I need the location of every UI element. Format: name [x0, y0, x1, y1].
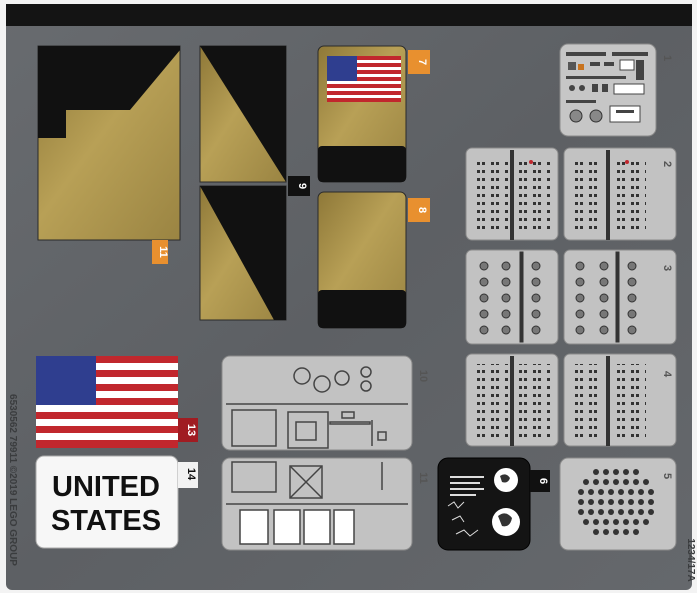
sticker-4: 4	[465, 353, 677, 447]
sticker-6-number: 6	[537, 478, 549, 484]
sticker-1: 1	[559, 43, 673, 137]
sticker-5: 5	[559, 457, 677, 551]
sticker-14-line2: STATES	[51, 505, 161, 537]
sticker-12-tag: 11	[152, 240, 169, 264]
sticker-14: UNITED STATES	[35, 455, 179, 549]
sticker-14-line1: UNITED	[52, 471, 160, 503]
speaker-grille-icon	[578, 469, 654, 535]
us-flag-icon	[327, 56, 401, 102]
us-flag-icon	[36, 356, 178, 448]
sticker-8	[317, 191, 407, 329]
sticker-3-number: 3	[661, 265, 673, 271]
copyright-text: 6530562 79911 ©2019 LEGO GROUP	[7, 394, 18, 566]
control-panel-icon	[566, 52, 648, 123]
sticker-8-tag: 8	[408, 198, 430, 222]
sticker-1-number: 1	[661, 55, 673, 61]
sticker-9	[199, 45, 287, 321]
equipment-panel-icon	[226, 461, 408, 545]
sticker-5-number: 5	[661, 473, 673, 479]
sticker-9-tag: 9	[288, 176, 310, 196]
sticker-12	[37, 45, 181, 241]
equipment-panel-icon	[226, 366, 408, 449]
sticker-2: 2	[465, 147, 677, 241]
sticker-12-number: 11	[157, 246, 169, 258]
dial-panel-icon	[479, 251, 637, 343]
sticker-14-tag: 14	[178, 462, 198, 488]
sticker-6-tag: 6	[530, 470, 550, 492]
sticker-14-number: 14	[185, 468, 197, 481]
sticker-4-number: 4	[661, 371, 673, 378]
sticker-10: 10	[221, 355, 429, 451]
sticker-13-tag: 13	[178, 418, 198, 442]
sticker-9-number: 9	[296, 183, 308, 189]
sticker-3: 3	[465, 249, 677, 345]
sticker-2-number: 2	[661, 161, 673, 167]
sticker-11: 11	[221, 457, 429, 551]
sticker-7-number: 7	[416, 59, 428, 65]
sticker-10-number: 10	[417, 370, 429, 382]
sticker-8-number: 8	[416, 207, 428, 213]
sticker-13-number: 13	[185, 424, 197, 436]
sheet-code: 1234/17A	[685, 538, 696, 581]
sticker-13	[36, 356, 178, 448]
sticker-11-number: 11	[417, 472, 429, 484]
sticker-7-tag: 7	[408, 50, 430, 74]
plaque-icon	[447, 468, 520, 537]
switch-panel-icon	[472, 150, 646, 240]
sticker-6	[437, 457, 531, 551]
switch-panel-icon	[472, 356, 646, 446]
sticker-7	[317, 45, 407, 183]
